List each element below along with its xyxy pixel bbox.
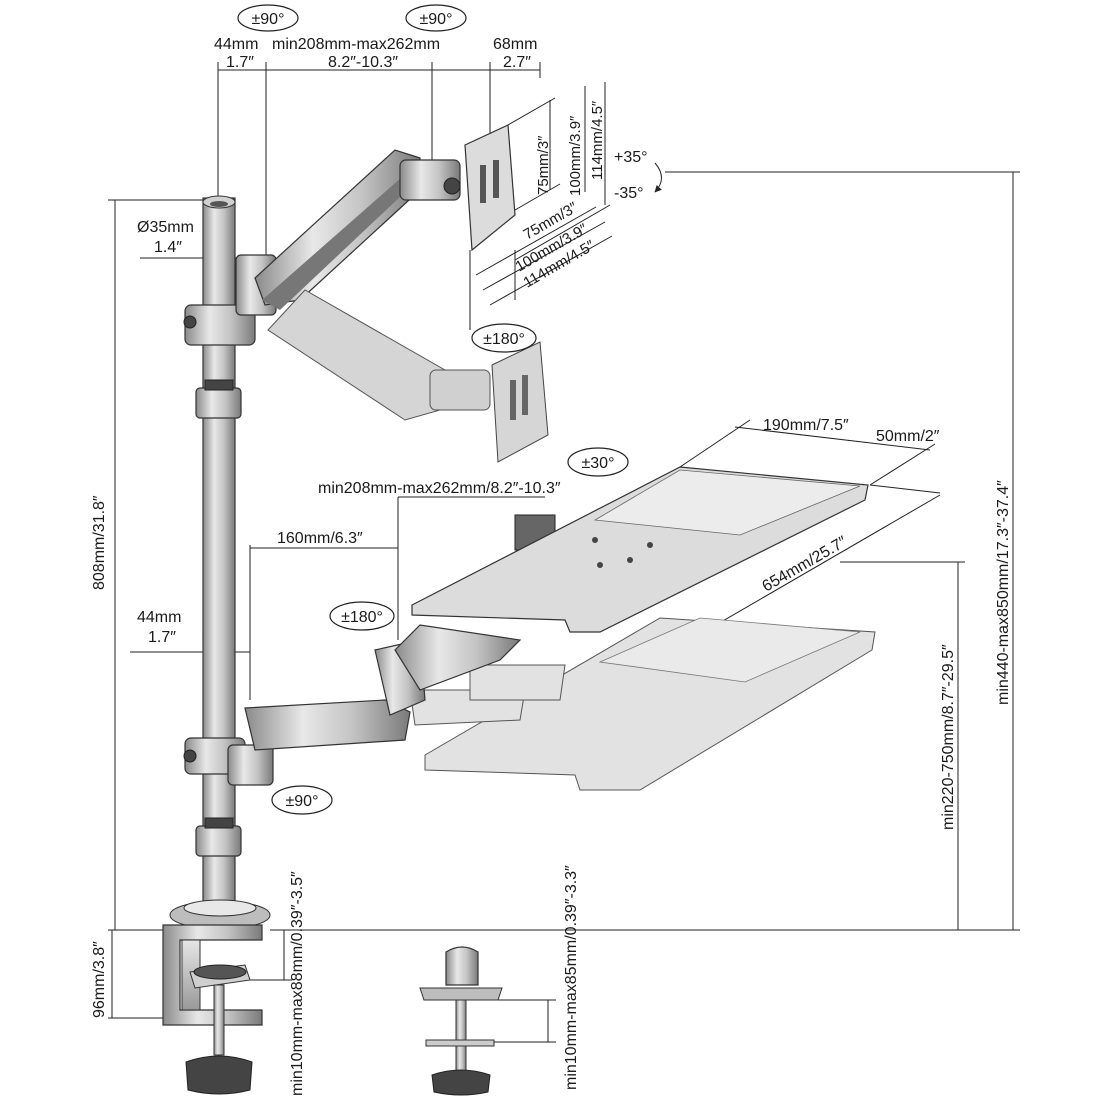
upper-monitor-arm <box>183 124 549 463</box>
vesa-v1-label: 75mm/3″ <box>535 135 552 195</box>
clamp-range-label: min10mm-max88mm/0.39″-3.5″ <box>289 871 306 1096</box>
pole-diameter-in-label: 1.4″ <box>154 239 182 256</box>
desk-clamp <box>162 924 263 1095</box>
monitor-height-label: min440-max850mm/17.3″-37.4″ <box>995 480 1012 705</box>
lower-offset-in-label: 1.7″ <box>148 629 176 646</box>
vesa-v2-label: 100mm/3.9″ <box>567 115 584 196</box>
pole-height-label: 808mm/31.8″ <box>91 495 108 590</box>
grommet-range-label: min10mm-max85mm/0.39″-3.3″ <box>563 865 580 1090</box>
pole-diameter-label: Ø35mm <box>137 219 194 236</box>
tray-width-a-label: 190mm/7.5″ <box>763 417 849 434</box>
arm-reach-label: min208mm-max262mm <box>272 36 440 53</box>
dimension-lines <box>108 62 1020 1043</box>
clamp-height-label: 96mm/3.8″ <box>91 941 108 1018</box>
rot-arm-top-left: ±90° <box>252 11 285 28</box>
grommet-mount <box>419 946 503 1096</box>
tray-width-b-label: 50mm/2″ <box>876 428 940 445</box>
rot-tray-rotate-label: ±180° <box>341 609 383 626</box>
tray-arm-reach-label: min208mm-max262mm/8.2″-10.3″ <box>318 480 561 497</box>
keyboard-tray-lower-position <box>409 617 876 791</box>
rot-lower-arm-label: ±90° <box>286 793 319 810</box>
keyboard-tray-upper <box>411 466 869 633</box>
rot-monitor-label: ±180° <box>483 331 525 348</box>
keyboard-tray-arm <box>183 514 556 786</box>
lower-offset-label: 44mm <box>137 609 181 626</box>
rot-arm-top-mid: ±90° <box>420 11 453 28</box>
tilt-up-label: +35° <box>614 149 648 166</box>
lower-reach-label: 160mm/6.3″ <box>277 530 363 547</box>
vesa-v3-label: 114mm/4.5″ <box>589 100 606 180</box>
arm-reach-in-label: 8.2″-10.3″ <box>328 54 398 71</box>
head-depth-in-label: 2.7″ <box>503 54 531 71</box>
rot-tray-tilt-label: ±30° <box>582 455 615 472</box>
tilt-down-label: -35° <box>614 185 644 202</box>
top-offset-label: 44mm <box>214 36 258 53</box>
top-offset-in-label: 1.7″ <box>226 54 254 71</box>
tray-height-label: min220-750mm/8.7″-29.5″ <box>940 644 957 830</box>
rotation-indicators <box>237 4 662 815</box>
head-depth-label: 68mm <box>493 36 537 53</box>
